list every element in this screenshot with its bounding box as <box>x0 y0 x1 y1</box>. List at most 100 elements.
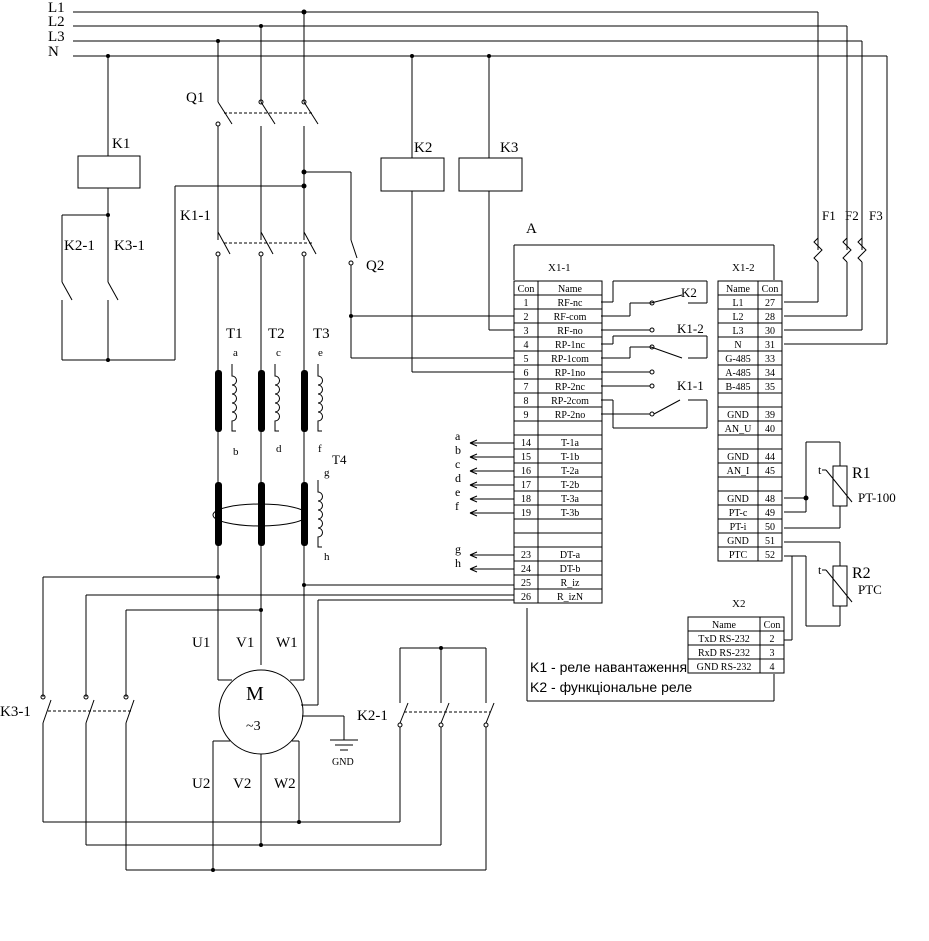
table-header-cell: Con <box>764 620 781 631</box>
k3-label: K3 <box>500 140 518 156</box>
table-cell: 3 <box>524 326 529 337</box>
arrow-label: h <box>455 556 461 570</box>
table-cell: 1 <box>524 298 529 309</box>
table-cell: 44 <box>765 452 775 463</box>
fuses <box>784 230 887 345</box>
arrow-head <box>469 453 478 461</box>
q2-switch <box>301 169 514 359</box>
bus-label-l3: L3 <box>48 29 65 45</box>
table-cell: 9 <box>524 410 529 421</box>
motor-phase: ~3 <box>246 719 261 734</box>
relay-k1-2-label: K1-2 <box>677 321 704 336</box>
bus-label-l2: L2 <box>48 14 65 30</box>
table-cell: 5 <box>524 354 529 365</box>
x2-title: X2 <box>732 598 745 610</box>
table-cell: 30 <box>765 326 775 337</box>
arrow-head <box>469 509 478 517</box>
tap-f: f <box>318 443 322 455</box>
gnd-label: GND <box>332 757 354 768</box>
r1-type: PT-100 <box>858 490 896 505</box>
table-cell: R_izN <box>557 592 583 603</box>
fuse-f1-label: F1 <box>822 208 836 223</box>
table-cell: GND <box>727 494 749 505</box>
table-cell: 24 <box>521 564 531 575</box>
table-cell: A-485 <box>725 368 751 379</box>
r1-label: R1 <box>852 465 871 482</box>
table-cell: PTC <box>729 550 748 561</box>
table-cell: 52 <box>765 550 775 561</box>
table-cell: AN_U <box>725 424 752 435</box>
tap-a: a <box>233 347 238 359</box>
table-cell: 8 <box>524 396 529 407</box>
motor-w1: W1 <box>276 635 298 651</box>
t2-label: T2 <box>268 326 285 342</box>
motor-symbol: M <box>246 683 264 705</box>
table-cell: RP-1no <box>555 368 586 379</box>
arrow-head <box>469 565 478 573</box>
k3-1-power-contacts <box>40 694 486 871</box>
k3-1-control-label: K3-1 <box>114 238 145 254</box>
table-cell: DT-a <box>560 550 581 561</box>
arrow-label: a <box>455 429 461 443</box>
table-cell: GND RS-232 <box>697 662 752 673</box>
tap-b: b <box>233 446 239 458</box>
arrow-label: g <box>455 542 461 556</box>
table-cell: 49 <box>765 508 775 519</box>
bus-label-l1: L1 <box>48 0 65 16</box>
table-cell: 50 <box>765 522 775 533</box>
table-cell: TxD RS-232 <box>698 634 749 645</box>
k2-k3-coils <box>380 54 523 373</box>
t1-label: T1 <box>226 326 243 342</box>
motor-u2: U2 <box>192 776 210 792</box>
q1-label: Q1 <box>186 90 204 106</box>
table-cell: 27 <box>765 298 775 309</box>
table-cell: B-485 <box>726 382 751 393</box>
arrow-head <box>469 467 478 475</box>
table-cell: RF-nc <box>558 298 584 309</box>
table-cell: L2 <box>732 312 743 323</box>
fuse-f2-label: F2 <box>845 208 859 223</box>
motor-v2: V2 <box>233 776 251 792</box>
table-header-cell: Name <box>712 620 736 631</box>
arrow-head <box>469 481 478 489</box>
table-header-cell: Con <box>762 284 779 295</box>
table-cell: 16 <box>521 466 531 477</box>
table-cell: GND <box>727 536 749 547</box>
table-cell: T-2b <box>561 480 580 491</box>
k2-1-power-label: K2-1 <box>357 708 388 724</box>
device-a-label: A <box>526 221 537 237</box>
table-cell: 40 <box>765 424 775 435</box>
tap-g: g <box>324 467 330 479</box>
table-cell: RP-2no <box>555 410 586 421</box>
table-cell: GND <box>727 410 749 421</box>
r2-type: PTC <box>858 582 882 597</box>
table-cell: L1 <box>732 298 743 309</box>
table-cell: 4 <box>770 662 775 673</box>
table-header-cell: Name <box>558 284 582 295</box>
table-cell: PT-i <box>730 522 747 533</box>
thermistors <box>784 441 853 627</box>
table-cell: T-3b <box>561 508 580 519</box>
table-cell: G-485 <box>725 354 751 365</box>
table-cell: RF-no <box>557 326 583 337</box>
motor-w2: W2 <box>274 776 296 792</box>
table-cell: N <box>734 340 741 351</box>
tap-e: e <box>318 347 323 359</box>
table-cell: RP-1com <box>551 354 589 365</box>
bus-lines <box>73 11 888 344</box>
table-cell: DT-b <box>560 564 581 575</box>
table-cell: 19 <box>521 508 531 519</box>
tap-d: d <box>276 443 282 455</box>
x1-1-title: X1-1 <box>548 262 571 274</box>
table-cell: GND <box>727 452 749 463</box>
k1-label: K1 <box>112 136 130 152</box>
bus-label-n: N <box>48 44 59 60</box>
table-cell: 31 <box>765 340 775 351</box>
table-cell: 51 <box>765 536 775 547</box>
arrow-label: e <box>455 485 460 499</box>
table-cell: L3 <box>732 326 743 337</box>
